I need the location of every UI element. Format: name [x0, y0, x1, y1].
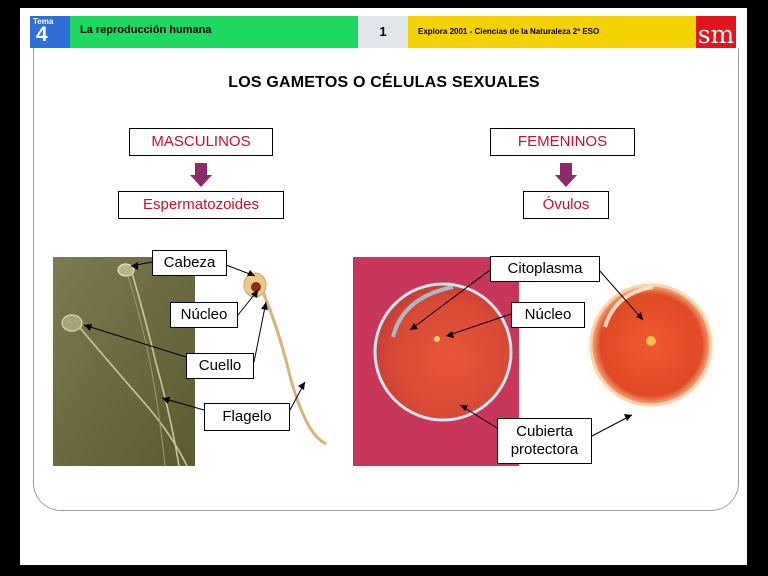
female-gamete-box: Óvulos: [523, 191, 609, 219]
male-category-box: MASCULINOS: [129, 128, 273, 156]
sperm-stained-image: [243, 272, 327, 446]
series-bar: Explora 2001 - Ciencias de la Naturaleza…: [408, 16, 696, 48]
male-gamete-box: Espermatozoides: [118, 191, 284, 219]
label-citoplasma: Citoplasma: [490, 256, 600, 282]
label-nucleo-sperm: Núcleo: [170, 302, 238, 328]
male-down-arrow-icon: [190, 163, 212, 187]
tema-label: Tema: [33, 17, 54, 26]
label-cuello: Cuello: [186, 353, 254, 379]
label-cubierta-line2: protectora: [510, 441, 579, 458]
label-cubierta-protectora: Cubierta protectora: [497, 418, 592, 464]
female-down-arrow-icon: [555, 163, 577, 187]
label-nucleo-ovum: Núcleo: [511, 302, 585, 328]
slide-title: LOS GAMETOS O CÉLULAS SEXUALES: [228, 74, 540, 91]
tema-badge: Tema 4: [30, 16, 70, 48]
unit-title: La reproducción humana: [80, 24, 212, 36]
label-cubierta-line1: Cubierta: [516, 423, 573, 440]
label-flagelo: Flagelo: [204, 403, 290, 431]
header-bar: Tema 4 La reproducción humana 1 Explora …: [20, 8, 747, 56]
sperm-micrograph: [53, 257, 195, 466]
unit-title-bar: La reproducción humana: [70, 16, 358, 48]
series-title: Explora 2001 - Ciencias de la Naturaleza…: [418, 27, 600, 36]
page-number: 1: [358, 16, 408, 48]
label-cabeza: Cabeza: [152, 250, 227, 276]
ovum-micrograph: [353, 257, 721, 466]
tema-number: 4: [36, 23, 48, 46]
female-category-box: FEMENINOS: [490, 128, 635, 156]
